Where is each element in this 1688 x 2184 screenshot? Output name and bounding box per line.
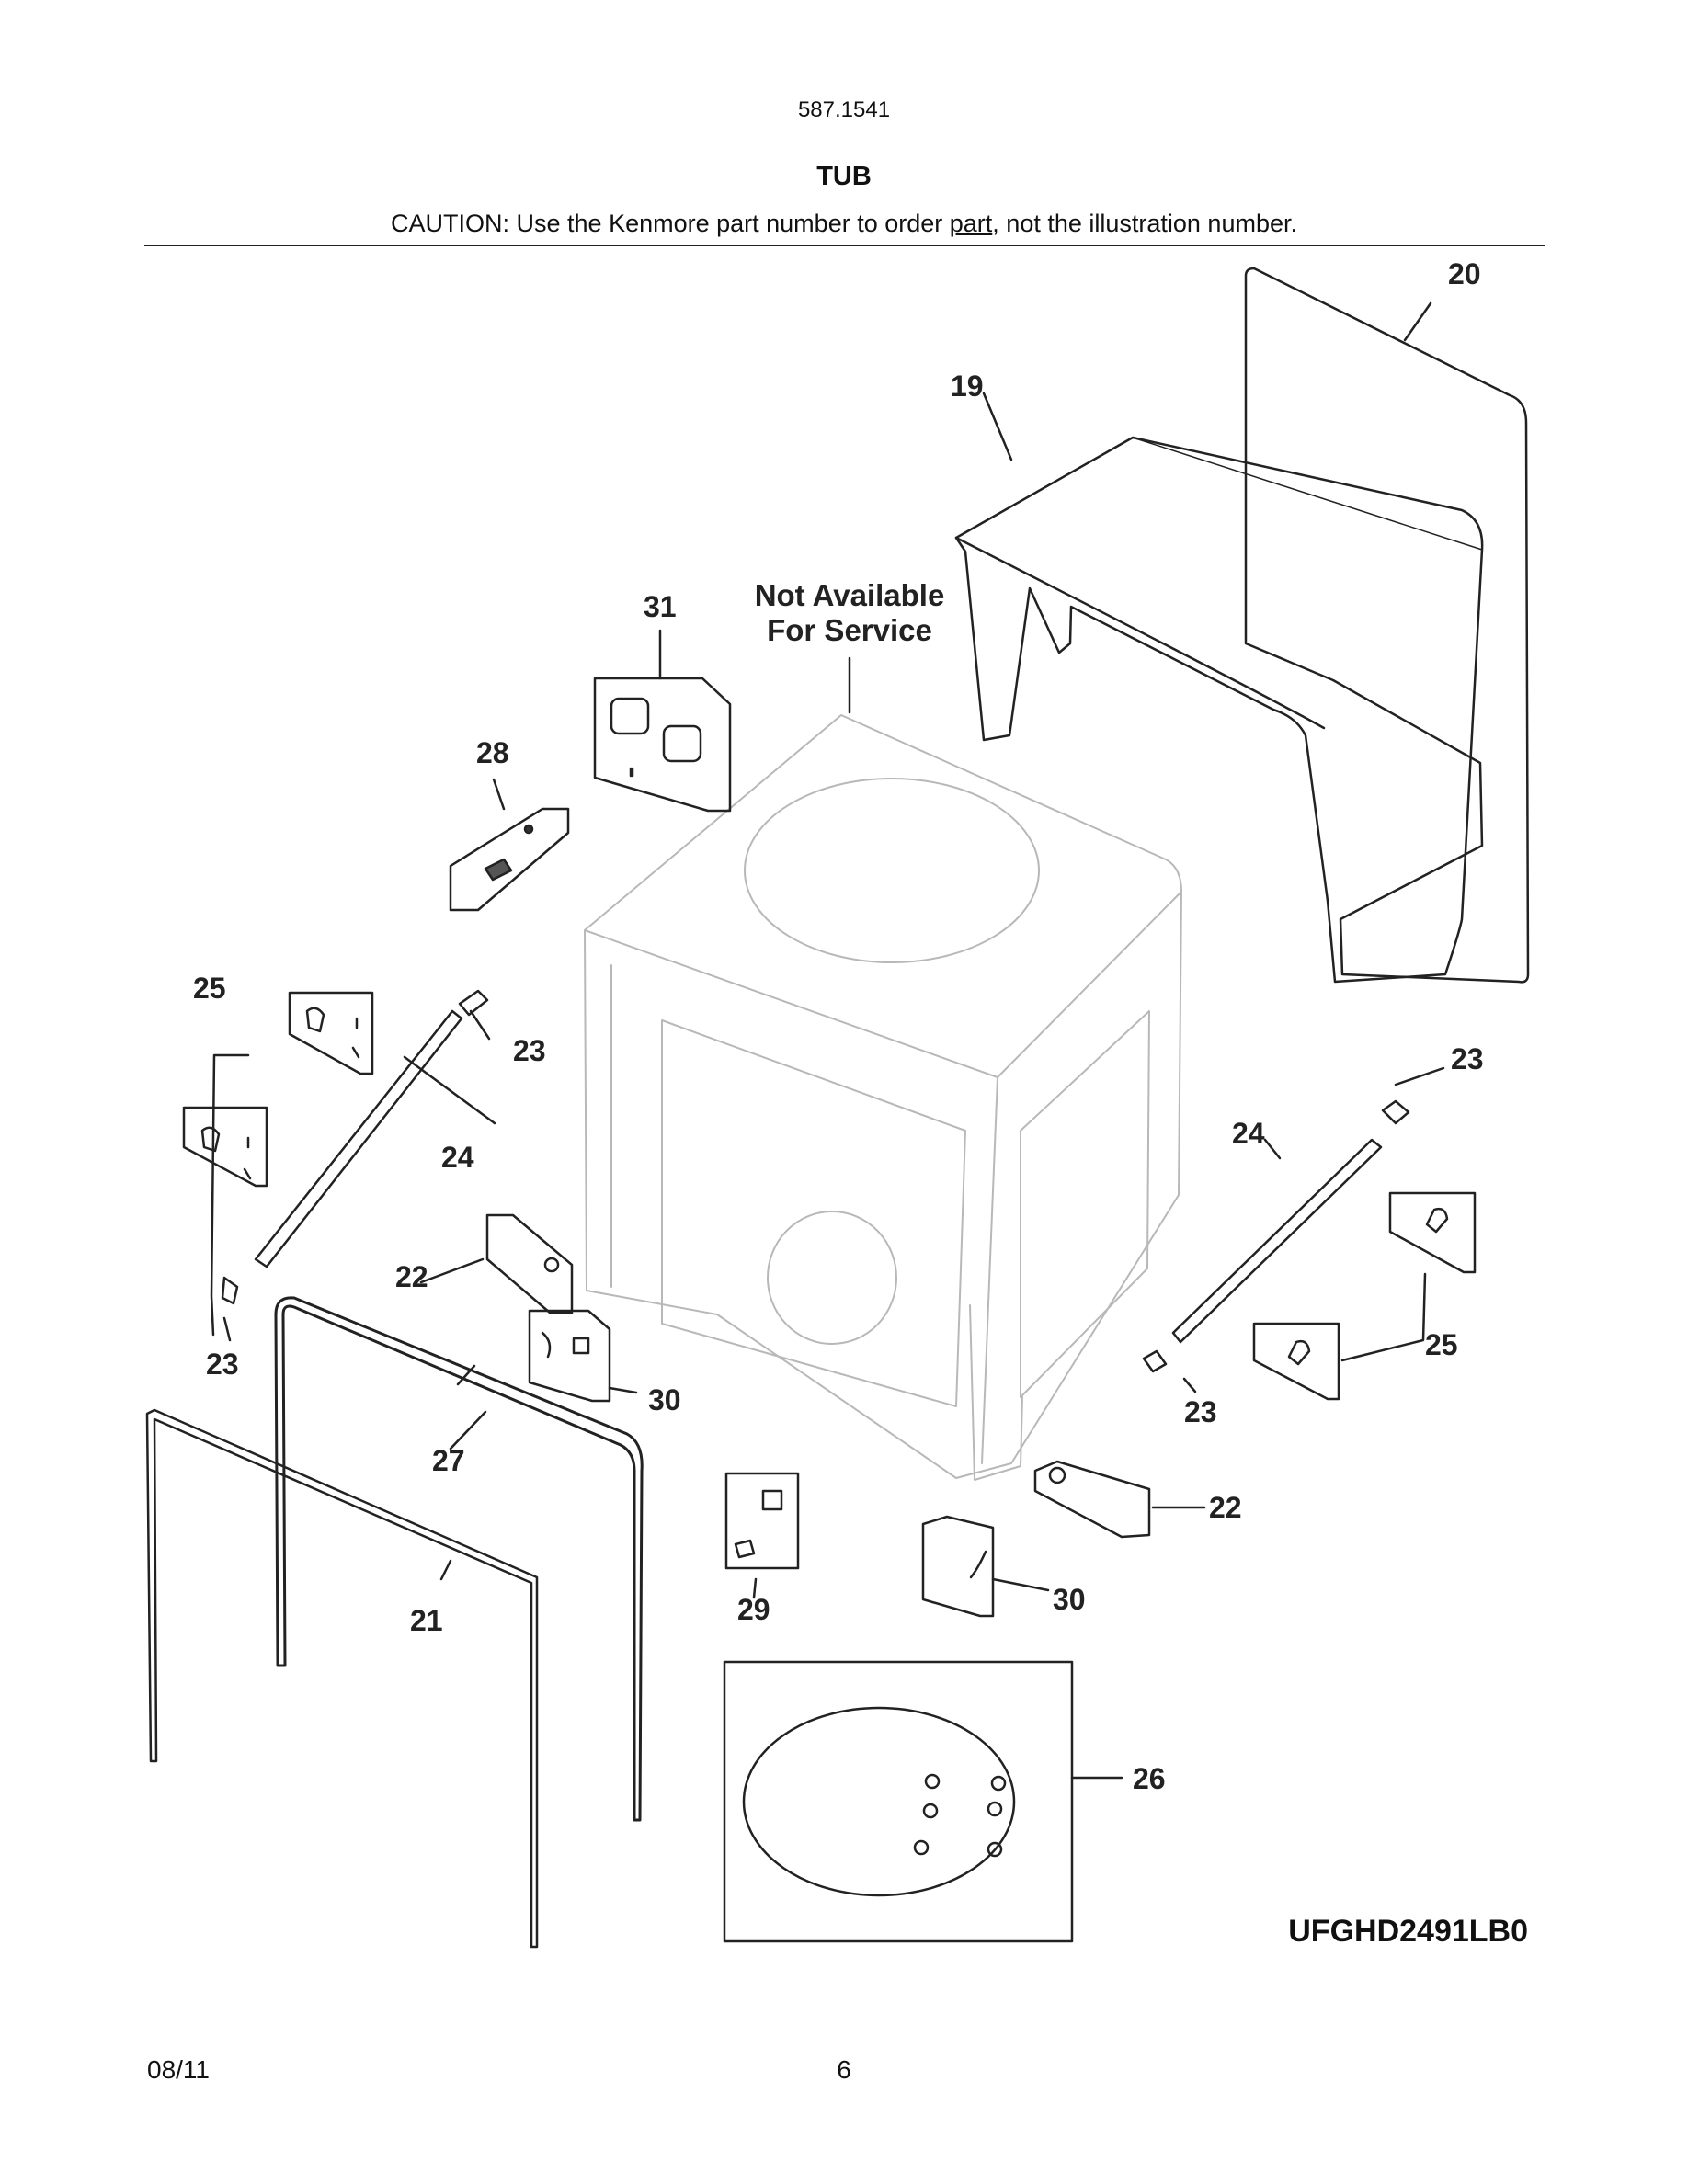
callout-29: 29 <box>737 1593 770 1626</box>
part-20-rear-insulation <box>1244 267 1530 984</box>
part-26-heater-box <box>723 1660 1074 1943</box>
callout-27: 27 <box>432 1444 465 1477</box>
part-30-box-left <box>528 1309 611 1403</box>
callout-22-left: 22 <box>395 1260 428 1293</box>
caution-text-underlined: part <box>949 210 993 237</box>
part-22-box-right <box>1033 1460 1151 1539</box>
callout-24-right: 24 <box>1232 1117 1265 1150</box>
header-rule <box>144 245 1545 246</box>
part-22-box-left <box>485 1213 574 1314</box>
part-26-heater-element <box>742 1706 1016 1897</box>
part-24-rail-left <box>254 1009 463 1268</box>
part-30-box-right <box>921 1515 995 1618</box>
caution-note: CAUTION: Use the Kenmore part number to … <box>0 210 1688 238</box>
callout-30-right: 30 <box>1053 1583 1086 1616</box>
callout-20: 20 <box>1448 257 1481 290</box>
part-21-door-trim <box>145 1408 539 1949</box>
tub-body <box>584 714 1182 1479</box>
diagram-code: UFGHD2491LB0 <box>1288 1914 1528 1949</box>
callout-23-right-top: 23 <box>1451 1042 1484 1075</box>
not-available-line2: For Service <box>767 613 932 647</box>
callout-23-left-top: 23 <box>513 1034 546 1067</box>
caution-text-start: CAUTION: Use the Kenmore part number to … <box>391 210 950 237</box>
part-19-top-insulation <box>954 436 1484 984</box>
page-number: 6 <box>837 2055 851 2084</box>
callout-25-right: 25 <box>1425 1328 1458 1361</box>
part-31-box <box>593 677 732 813</box>
callout-21: 21 <box>410 1604 443 1637</box>
part-28-box <box>449 807 570 912</box>
not-available-line1: Not Available <box>755 578 945 612</box>
part-25-box-left-upper <box>288 991 374 1075</box>
part-23-clip-right-top <box>1381 1099 1410 1125</box>
callout-19: 19 <box>951 370 984 403</box>
callout-23-left-bottom: 23 <box>206 1348 239 1381</box>
callout-22-right: 22 <box>1209 1491 1242 1524</box>
callout-30-left: 30 <box>648 1383 681 1416</box>
part-25-box-right-upper <box>1388 1191 1477 1274</box>
part-27-door-gasket <box>274 1296 644 1822</box>
model-number: 587.1541 <box>797 97 891 122</box>
part-24-rail-right <box>1171 1138 1383 1344</box>
callout-24-left: 24 <box>441 1141 474 1174</box>
callout-25-left: 25 <box>193 972 226 1005</box>
callout-28: 28 <box>476 736 509 769</box>
callout-31: 31 <box>644 590 677 623</box>
part-25-box-left-lower <box>182 1106 268 1188</box>
page-title: TUB <box>816 162 872 191</box>
part-29-box <box>724 1472 800 1570</box>
part-25-box-right-lower <box>1252 1322 1340 1401</box>
callout-26: 26 <box>1133 1762 1166 1795</box>
tub-top-spray-opening <box>744 778 1040 963</box>
callout-23-right-bottom: 23 <box>1184 1395 1217 1428</box>
caution-text-end: , not the illustration number. <box>992 210 1297 237</box>
part-23-clip-right-bottom <box>1142 1349 1168 1373</box>
footer-date: 08/11 <box>147 2055 210 2084</box>
